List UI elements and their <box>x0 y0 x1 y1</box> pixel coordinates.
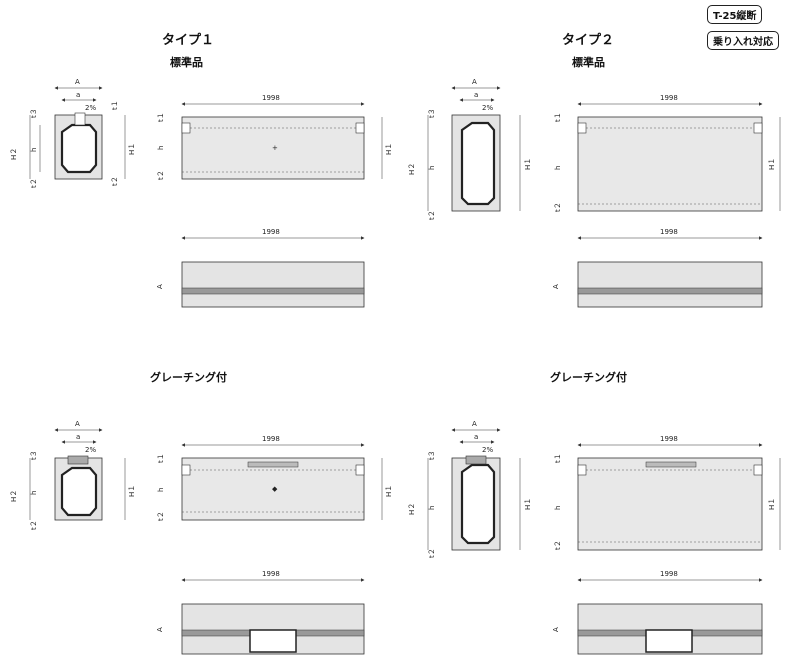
type1-grating-cross-section: A a 2% H２ h t３ t２ H１ <box>10 420 136 530</box>
svg-text:a: a <box>76 433 80 441</box>
svg-text:h: h <box>30 491 38 495</box>
svg-text:H１: H１ <box>768 498 776 510</box>
svg-text:1998: 1998 <box>262 570 280 578</box>
type1-title: タイプ１ <box>162 33 215 48</box>
type2-standard-label: 標準品 <box>572 56 605 69</box>
svg-text:2%: 2% <box>482 104 493 112</box>
svg-text:H２: H２ <box>408 163 416 175</box>
type1-grating-label: グレーチング付 <box>150 371 227 384</box>
type2-grating-cross-section: A a 2% H２ h t３ t２ H１ <box>408 420 532 558</box>
type2-std-side-view: 1998 h t１ t２ H１ <box>554 94 781 212</box>
type1-std-cross-section: A a 2% H２ h t３ t２ H１ t１ t２ <box>10 78 136 188</box>
svg-text:h: h <box>554 506 562 510</box>
dim-H1: H１ <box>128 143 136 155</box>
dim-h-side: h <box>157 146 165 150</box>
type2-grating-plan-view: 1998 A <box>552 570 763 655</box>
svg-text:◆: ◆ <box>272 485 278 493</box>
svg-text:A: A <box>472 78 477 86</box>
type2-std-cross-section: A a 2% H２ h t３ t２ H１ <box>408 78 532 220</box>
svg-text:t３: t３ <box>428 108 436 118</box>
svg-text:t２: t２ <box>428 210 436 220</box>
dim-A-plan: A <box>156 284 164 289</box>
svg-text:t１: t１ <box>157 453 165 463</box>
svg-text:a: a <box>474 91 478 99</box>
dim-t1: t１ <box>111 100 119 110</box>
svg-text:t３: t３ <box>30 450 38 460</box>
svg-text:a: a <box>474 433 478 441</box>
svg-text:t２: t２ <box>157 511 165 521</box>
product-badge: T-25縦断 <box>707 5 763 24</box>
type1-std-plan-view: 1998 A <box>156 228 365 308</box>
svg-text:H１: H１ <box>768 158 776 170</box>
svg-text:1998: 1998 <box>660 228 678 236</box>
type2-std-plan-view: 1998 A <box>552 228 763 308</box>
svg-text:H１: H１ <box>385 485 393 497</box>
dim-h: h <box>30 148 38 152</box>
svg-text:H１: H１ <box>524 158 532 170</box>
type2-grating-label: グレーチング付 <box>550 371 627 384</box>
dim-H2: H２ <box>10 148 18 160</box>
svg-text:2%: 2% <box>482 446 493 454</box>
dim-t2-side: t２ <box>157 170 165 180</box>
svg-text:H２: H２ <box>10 490 18 502</box>
type2-title: タイプ２ <box>562 33 615 48</box>
svg-text:1998: 1998 <box>660 435 678 443</box>
svg-text:A: A <box>552 627 560 632</box>
svg-text:t１: t１ <box>554 112 562 122</box>
svg-text:1998: 1998 <box>262 435 280 443</box>
svg-text:h: h <box>428 506 436 510</box>
svg-text:A: A <box>552 284 560 289</box>
svg-text:t２: t２ <box>30 520 38 530</box>
svg-text:h: h <box>428 166 436 170</box>
svg-text:t２: t２ <box>428 548 436 558</box>
dim-a: a <box>76 91 80 99</box>
svg-text:H１: H１ <box>524 498 532 510</box>
dim-slope: 2% <box>85 104 96 112</box>
type2-grating-side-view: 1998 h t１ t２ H１ <box>554 435 781 551</box>
dim-t3: t３ <box>30 108 38 118</box>
svg-text:2%: 2% <box>85 446 96 454</box>
dim-t1-side: t１ <box>157 112 165 122</box>
svg-text:A: A <box>75 420 80 428</box>
svg-text:t２: t２ <box>554 540 562 550</box>
svg-text:A: A <box>156 627 164 632</box>
svg-text:h: h <box>157 488 165 492</box>
svg-text:h: h <box>554 166 562 170</box>
dim-H1-side: H１ <box>385 143 393 155</box>
svg-text:t１: t１ <box>554 453 562 463</box>
svg-text:t２: t２ <box>554 202 562 212</box>
dim-A: A <box>75 78 80 86</box>
type1-standard-label: 標準品 <box>170 56 203 69</box>
svg-text:1998: 1998 <box>660 570 678 578</box>
dim-t2-right: t２ <box>111 176 119 186</box>
svg-text:t３: t３ <box>428 450 436 460</box>
svg-text:H２: H２ <box>408 503 416 515</box>
svg-text:+: + <box>272 144 278 152</box>
type1-grating-plan-view: 1998 A <box>156 570 365 655</box>
svg-text:A: A <box>472 420 477 428</box>
drive-over-badge: 乗り入れ対応 <box>707 31 779 50</box>
svg-text:1998: 1998 <box>660 94 678 102</box>
svg-text:H１: H１ <box>128 485 136 497</box>
dim-length-plan: 1998 <box>262 228 280 236</box>
type1-grating-side-view: 1998 ◆ h t１ t２ H１ <box>157 435 393 521</box>
dim-length: 1998 <box>262 94 280 102</box>
dim-t2: t２ <box>30 178 38 188</box>
type1-std-side-view: 1998 + h t１ t２ H１ <box>157 94 393 180</box>
